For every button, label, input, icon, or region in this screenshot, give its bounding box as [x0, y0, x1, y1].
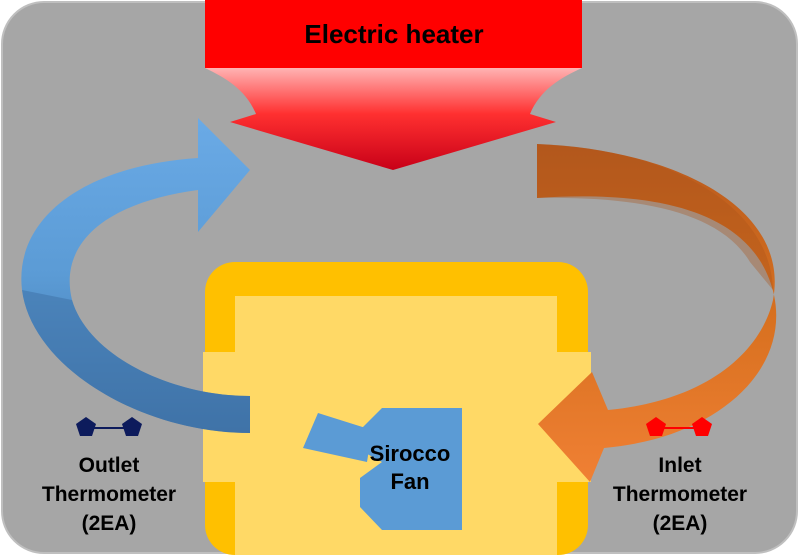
heater-arrow [205, 68, 582, 170]
outlet-pentagon-icon [76, 417, 96, 436]
outlet-thermometer-markers [76, 417, 142, 436]
inlet-pentagon-icon [692, 417, 712, 436]
fan-label-line2: Fan [390, 469, 429, 494]
inlet-label-line3: (2EA) [653, 512, 708, 535]
fan-body [360, 408, 462, 530]
inlet-label-line2: Thermometer [613, 483, 747, 506]
outlet-flow-arrow-shadow [22, 290, 250, 433]
outlet-label-line3: (2EA) [82, 512, 137, 535]
inlet-flow-arrow-shadow [537, 144, 773, 290]
heater-label: Electric heater [304, 19, 483, 49]
sirocco-fan: Sirocco Fan [303, 408, 462, 530]
outlet-label-line1: Outlet [79, 454, 140, 477]
inlet-pentagon-icon [646, 417, 666, 436]
inlet-thermometer-markers [646, 417, 712, 436]
fan-label-line1: Sirocco [370, 441, 451, 466]
heater-bar [205, 0, 582, 68]
inlet-flow-arrow [537, 144, 777, 482]
outlet-pentagon-icon [122, 417, 142, 436]
inlet-label-line1: Inlet [658, 454, 701, 477]
fan-duct [303, 413, 372, 462]
outlet-label-line2: Thermometer [42, 483, 176, 506]
